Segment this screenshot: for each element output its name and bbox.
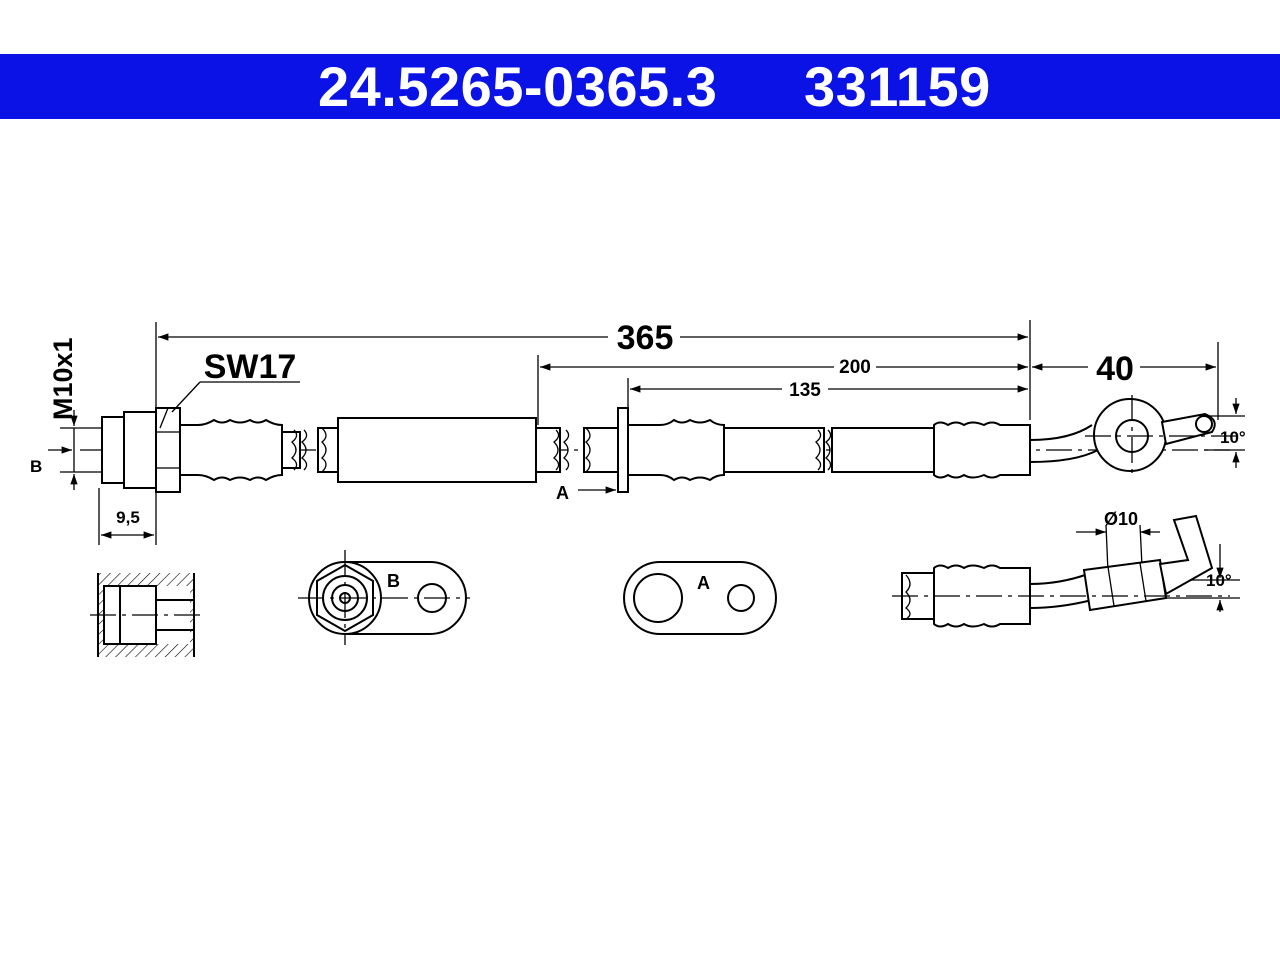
label-angle-top: 10°	[1220, 428, 1246, 447]
mounting-bracket	[617, 407, 629, 493]
hose-side-view	[80, 395, 1240, 493]
thread-section-view	[90, 573, 200, 657]
dim-135: 135	[789, 380, 821, 401]
header-banner: 24.5265-0365.3 331159	[0, 54, 1280, 119]
label-eye-diameter: Ø10	[1104, 509, 1138, 529]
label-section-b: B	[30, 457, 42, 476]
crimp-ferrule-left	[179, 418, 283, 482]
label-sw17: SW17	[204, 348, 297, 386]
label-section-a: A	[556, 483, 569, 503]
label-m10x1: M10x1	[48, 337, 78, 420]
dim-200: 200	[839, 357, 871, 378]
protective-sleeve	[337, 417, 537, 483]
dim-365: 365	[617, 319, 674, 357]
threaded-fitting	[101, 407, 181, 493]
label-view-a: A	[697, 573, 710, 593]
label-view-b: B	[387, 571, 400, 591]
part-number: 24.5265-0365.3	[318, 55, 718, 118]
end-view-b	[298, 550, 470, 645]
dim-40: 40	[1096, 350, 1134, 388]
bent-end-view	[892, 514, 1230, 628]
crimp-ferrule-right	[933, 421, 1031, 479]
dim-9-5: 9,5	[116, 508, 140, 527]
reference-number: 331159	[804, 55, 991, 118]
end-view-a	[623, 561, 777, 635]
label-angle-bottom: 10°	[1206, 571, 1232, 590]
crimp-ferrule-middle	[627, 418, 725, 482]
dimension-lines	[48, 320, 1245, 612]
